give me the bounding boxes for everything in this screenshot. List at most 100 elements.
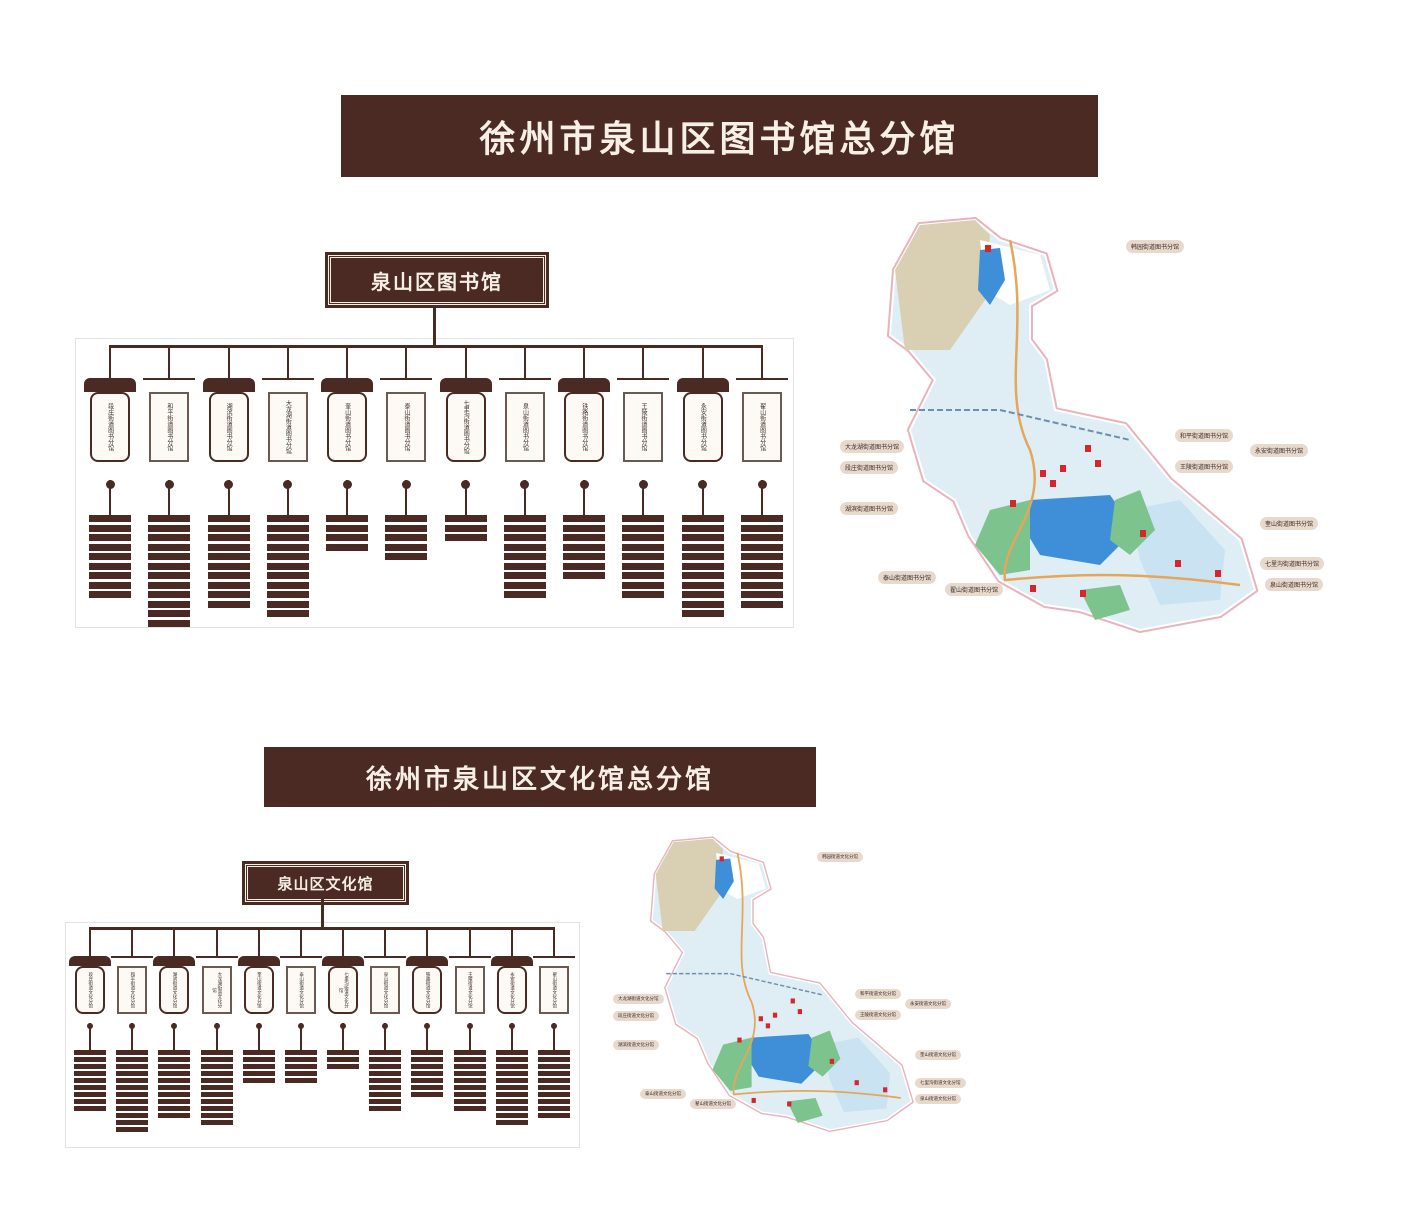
culture-list-row (242, 1064, 275, 1069)
culture-branch-node: 铁路街道文化分馆 (406, 956, 449, 1016)
culture-list-row (116, 1057, 149, 1062)
library-list-row (681, 543, 724, 551)
culture-map-pin (719, 856, 724, 862)
library-map-pin (1030, 585, 1036, 592)
culture-list-row (369, 1050, 402, 1055)
library-branch-name: 段庄街道图书分馆 (106, 403, 114, 451)
culture-branch-bus (90, 927, 554, 930)
library-list-row (89, 543, 131, 551)
culture-list-row (158, 1085, 191, 1090)
culture-list-row (200, 1120, 233, 1125)
library-map-park-west (975, 500, 1030, 575)
culture-stem (257, 1023, 260, 1050)
culture-map-ring-road (732, 852, 901, 1099)
library-list-row (148, 619, 191, 627)
culture-branch-card: 段庄街道文化分馆 (75, 966, 105, 1014)
culture-branch-name: 七里沟街道文化分馆 (338, 972, 349, 1008)
library-map-pin (1175, 560, 1181, 567)
culture-list-row (538, 1106, 570, 1111)
culture-map-pin (751, 1097, 756, 1103)
library-branch-roof (558, 378, 611, 392)
culture-list-row (538, 1064, 570, 1069)
library-branch-node: 大龙湖街道图书分馆 (261, 378, 314, 462)
library-list-row (681, 600, 724, 608)
library-list-row (622, 515, 665, 522)
culture-map-label: 大龙湖街道文化分馆 (613, 994, 664, 1004)
library-list-row (681, 524, 724, 532)
library-stem (701, 480, 704, 515)
culture-list-row (453, 1057, 486, 1062)
culture-list-row (453, 1078, 486, 1083)
culture-list-row (453, 1071, 486, 1076)
library-list-row (444, 534, 487, 541)
culture-map-pin (829, 1058, 834, 1064)
culture-list-row (453, 1085, 486, 1090)
library-list-row (266, 515, 309, 522)
library-map-label: 湖滨街道图书分馆 (840, 502, 899, 515)
culture-list-row (158, 1064, 191, 1069)
culture-map-label: 和平街道文化分馆 (855, 989, 901, 999)
culture-list-row (495, 1113, 528, 1118)
culture-branch-name: 湖滨街道文化分馆 (172, 972, 178, 1008)
culture-branch-card: 和平街道文化分馆 (117, 966, 148, 1014)
culture-map-pin (737, 1037, 742, 1043)
library-stem (227, 480, 230, 515)
library-stem (346, 480, 349, 515)
library-branch-roof (84, 378, 136, 392)
culture-branch-drop (553, 927, 555, 956)
culture-branch-list (116, 1050, 149, 1134)
culture-branch-roof (111, 956, 154, 958)
library-root-label: 泉山区图书馆 (371, 269, 503, 294)
culture-list-row (495, 1064, 528, 1069)
culture-branch-card: 永安街道文化分馆 (496, 966, 527, 1014)
culture-branch-card: 泉山街道文化分馆 (370, 966, 401, 1014)
culture-stem (131, 1023, 134, 1050)
culture-list-row (495, 1071, 528, 1076)
culture-map-park-west (712, 1037, 752, 1091)
library-list-row (681, 562, 724, 570)
culture-list-row (411, 1064, 444, 1069)
culture-branch-name: 王陵街道文化分馆 (467, 972, 473, 1008)
library-list-row (266, 600, 309, 608)
library-branch-node: 段庄街道图书分馆 (84, 378, 136, 462)
culture-list-row (200, 1057, 233, 1062)
culture-map-pin (854, 1080, 859, 1086)
library-stem (523, 480, 526, 515)
culture-map-label: 翟山街道文化分馆 (690, 1099, 736, 1109)
library-list-row (622, 543, 665, 551)
culture-list-row (116, 1078, 149, 1083)
culture-list-row (538, 1099, 570, 1104)
library-branch-drop (286, 345, 289, 378)
culture-list-row (200, 1106, 233, 1111)
culture-list-row (495, 1106, 528, 1111)
culture-stem (299, 1023, 302, 1050)
library-list-row (741, 572, 783, 579)
culture-branch-roof (237, 956, 280, 966)
culture-branch-name: 泉山街道文化分馆 (382, 972, 388, 1008)
library-map-east-area (1130, 500, 1225, 605)
library-list-row (266, 534, 309, 541)
library-list-row (89, 534, 131, 541)
library-list-row (385, 515, 428, 522)
culture-list-row (369, 1064, 402, 1069)
library-branch-node: 湖滨街道图书分馆 (202, 378, 255, 462)
culture-branch-node: 翟山街道文化分馆 (533, 956, 575, 1016)
library-list-row (385, 524, 428, 532)
library-map-pin (1010, 500, 1016, 507)
culture-branch-list (158, 1050, 191, 1120)
culture-root-connector (320, 899, 324, 927)
library-list-row (503, 591, 546, 598)
culture-list-row (200, 1078, 233, 1083)
library-stem (109, 480, 111, 515)
culture-branch-list (453, 1050, 486, 1113)
culture-list-row (74, 1078, 106, 1083)
culture-list-row (242, 1078, 275, 1083)
library-branch-drop (405, 345, 408, 378)
library-map-pin (1095, 460, 1101, 467)
culture-branch-list (284, 1050, 317, 1085)
culture-list-row (453, 1050, 486, 1055)
culture-map-north-area (655, 838, 724, 931)
library-list-row (741, 534, 783, 541)
library-list-row (148, 600, 191, 608)
culture-list-row (369, 1106, 402, 1111)
